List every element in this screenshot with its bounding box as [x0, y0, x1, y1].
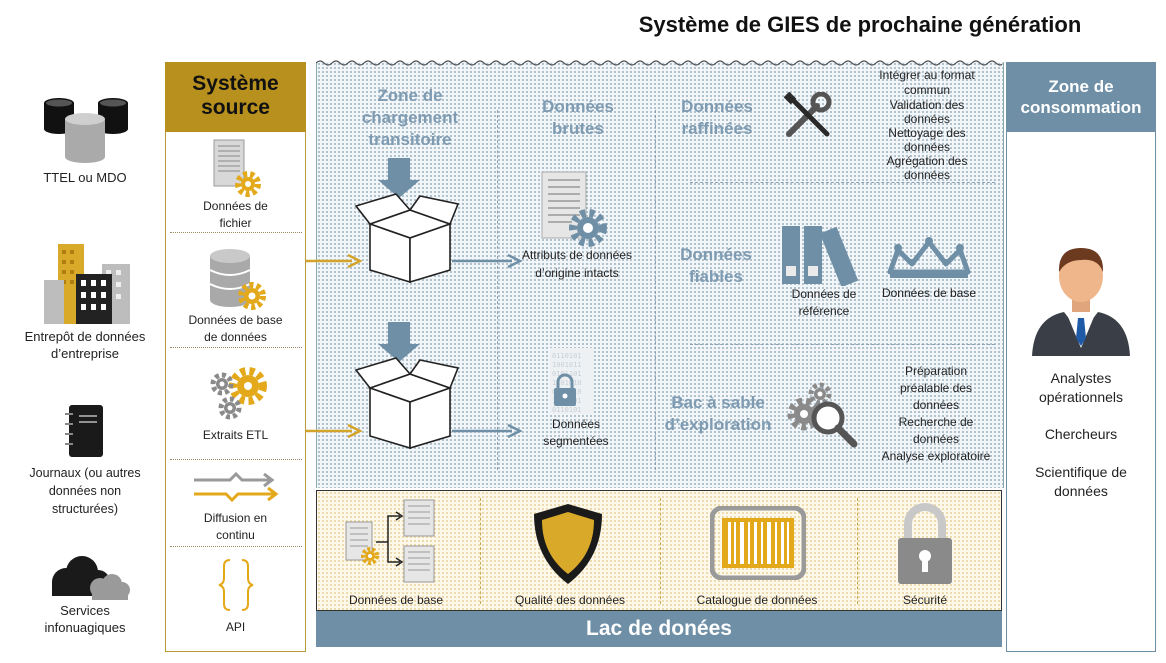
source-journals: Journaux (ou autres données non structur…	[15, 402, 155, 518]
segmented-data-lock-icon: 0110101100101101011011101010001011010110…	[550, 348, 594, 414]
source-journals-label: Journaux (ou autres données non structur…	[29, 466, 141, 516]
buildings-icon	[44, 244, 130, 324]
refined-header: Données raffinées	[681, 97, 753, 138]
refined-task: Nettoyage des données	[888, 126, 966, 154]
arrow-icon	[452, 424, 522, 438]
refined-task: Agrégation des données	[886, 154, 968, 182]
consumer-data-scientist: Scientifique de données	[1035, 464, 1127, 499]
arrow-icon	[306, 424, 362, 438]
separator	[497, 110, 498, 470]
governance-item-quality: Qualité des données	[514, 593, 626, 607]
sandbox-task: Analyse exploratoire	[881, 449, 991, 463]
svg-text:0110101: 0110101	[552, 406, 582, 414]
source-warehouse: Entrepôt de données d’entreprise	[10, 240, 160, 362]
source-item-file-label: Données de fichier	[203, 199, 268, 230]
separator	[170, 232, 302, 233]
document-gear-icon	[541, 171, 607, 247]
binders-icon	[782, 226, 859, 286]
separator	[857, 498, 858, 604]
svg-text:1001011: 1001011	[552, 361, 582, 369]
source-ttel-label: TTEL ou MDO	[43, 170, 127, 185]
separator	[655, 110, 656, 470]
source-item-api: API	[165, 556, 306, 635]
source-item-database: Données de base de données	[165, 248, 306, 346]
gears-icon	[210, 367, 267, 420]
page-title: Système de GIES de prochaine génération	[638, 12, 1082, 37]
trusted-item-master: Données de base	[881, 286, 977, 300]
gears-search-icon	[787, 382, 858, 448]
governance-item-master: Données de base	[348, 593, 444, 607]
box-icon	[354, 322, 460, 450]
separator	[170, 347, 302, 348]
curly-braces-icon	[218, 559, 253, 611]
file-gear-icon	[213, 139, 261, 197]
separator	[690, 182, 995, 183]
separator	[480, 498, 481, 604]
trusted-item-reference: Données de référence	[791, 287, 857, 318]
arrow-icon	[306, 254, 362, 268]
raw-header: Données brutes	[542, 97, 614, 138]
source-system-header: Système source	[165, 62, 306, 132]
refined-task: Intégrer au format commun	[879, 68, 975, 97]
wavy-top-edge	[316, 60, 1002, 66]
tools-icon	[783, 92, 832, 137]
raw-item-segmented: Données segmentées	[543, 417, 609, 448]
refined-task: Validation des données	[889, 98, 965, 126]
consumption-panel	[1006, 62, 1156, 652]
trusted-header: Données fiables	[680, 245, 752, 286]
sandbox-task: Préparation préalable des données	[899, 364, 973, 412]
box-icon	[354, 158, 460, 283]
data-lake-bar: Lac de donées	[316, 611, 1002, 647]
source-ttel: TTEL ou MDO	[30, 95, 140, 186]
source-item-database-label: Données de base de données	[188, 313, 283, 344]
consumption-header: Zone de consommation	[1006, 62, 1156, 132]
barcode-icon	[710, 506, 806, 580]
source-item-api-label: API	[225, 620, 246, 634]
separator	[170, 546, 302, 547]
source-item-etl-label: Extraits ETL	[202, 428, 269, 442]
shield-icon	[534, 504, 602, 584]
streaming-arrows-icon	[193, 471, 278, 503]
refined-tasks: Intégrer au format commun Validation des…	[862, 68, 992, 182]
separator	[660, 498, 661, 604]
arrow-icon	[452, 254, 522, 268]
crown-icon	[887, 237, 971, 278]
database-cylinders-icon	[44, 98, 128, 163]
sandbox-header: Bac à sable d’exploration	[664, 393, 772, 434]
notebook-icon	[65, 405, 103, 457]
separator	[690, 344, 995, 345]
source-item-etl: Extraits ETL	[165, 362, 306, 443]
source-item-file: Données de fichier	[165, 138, 306, 232]
separator	[170, 459, 302, 460]
raw-item-intact: Attributs de données d’origine intacts	[521, 248, 633, 280]
data-lake-label: Lac de donées	[586, 617, 732, 640]
source-cloud-label: Services infonuagiques	[44, 603, 126, 635]
padlock-icon	[898, 503, 952, 584]
master-data-flow-icon	[345, 499, 435, 583]
source-item-streaming: Diffusion en continu	[165, 470, 306, 544]
business-person-icon	[1032, 248, 1130, 356]
consumer-operational-analysts: Analystes opérationnels	[1038, 370, 1124, 405]
source-item-streaming-label: Diffusion en continu	[203, 511, 268, 542]
svg-text:0110101: 0110101	[552, 352, 582, 360]
source-warehouse-label: Entrepôt de données d’entreprise	[24, 329, 146, 361]
sandbox-tasks: Préparation préalable des données Recher…	[872, 363, 1000, 465]
sandbox-task: Recherche de données	[898, 415, 974, 446]
cloud-icon	[52, 556, 130, 600]
database-gear-icon	[209, 249, 266, 310]
source-cloud: Services infonuagiques	[20, 552, 150, 636]
staging-header: Zone de chargement transitoire	[361, 86, 459, 149]
svg-text:1101010: 1101010	[552, 379, 582, 387]
consumer-researchers: Chercheurs	[1044, 426, 1118, 442]
governance-item-security: Sécurité	[902, 593, 948, 607]
governance-item-catalog: Catalogue de données	[696, 593, 818, 607]
